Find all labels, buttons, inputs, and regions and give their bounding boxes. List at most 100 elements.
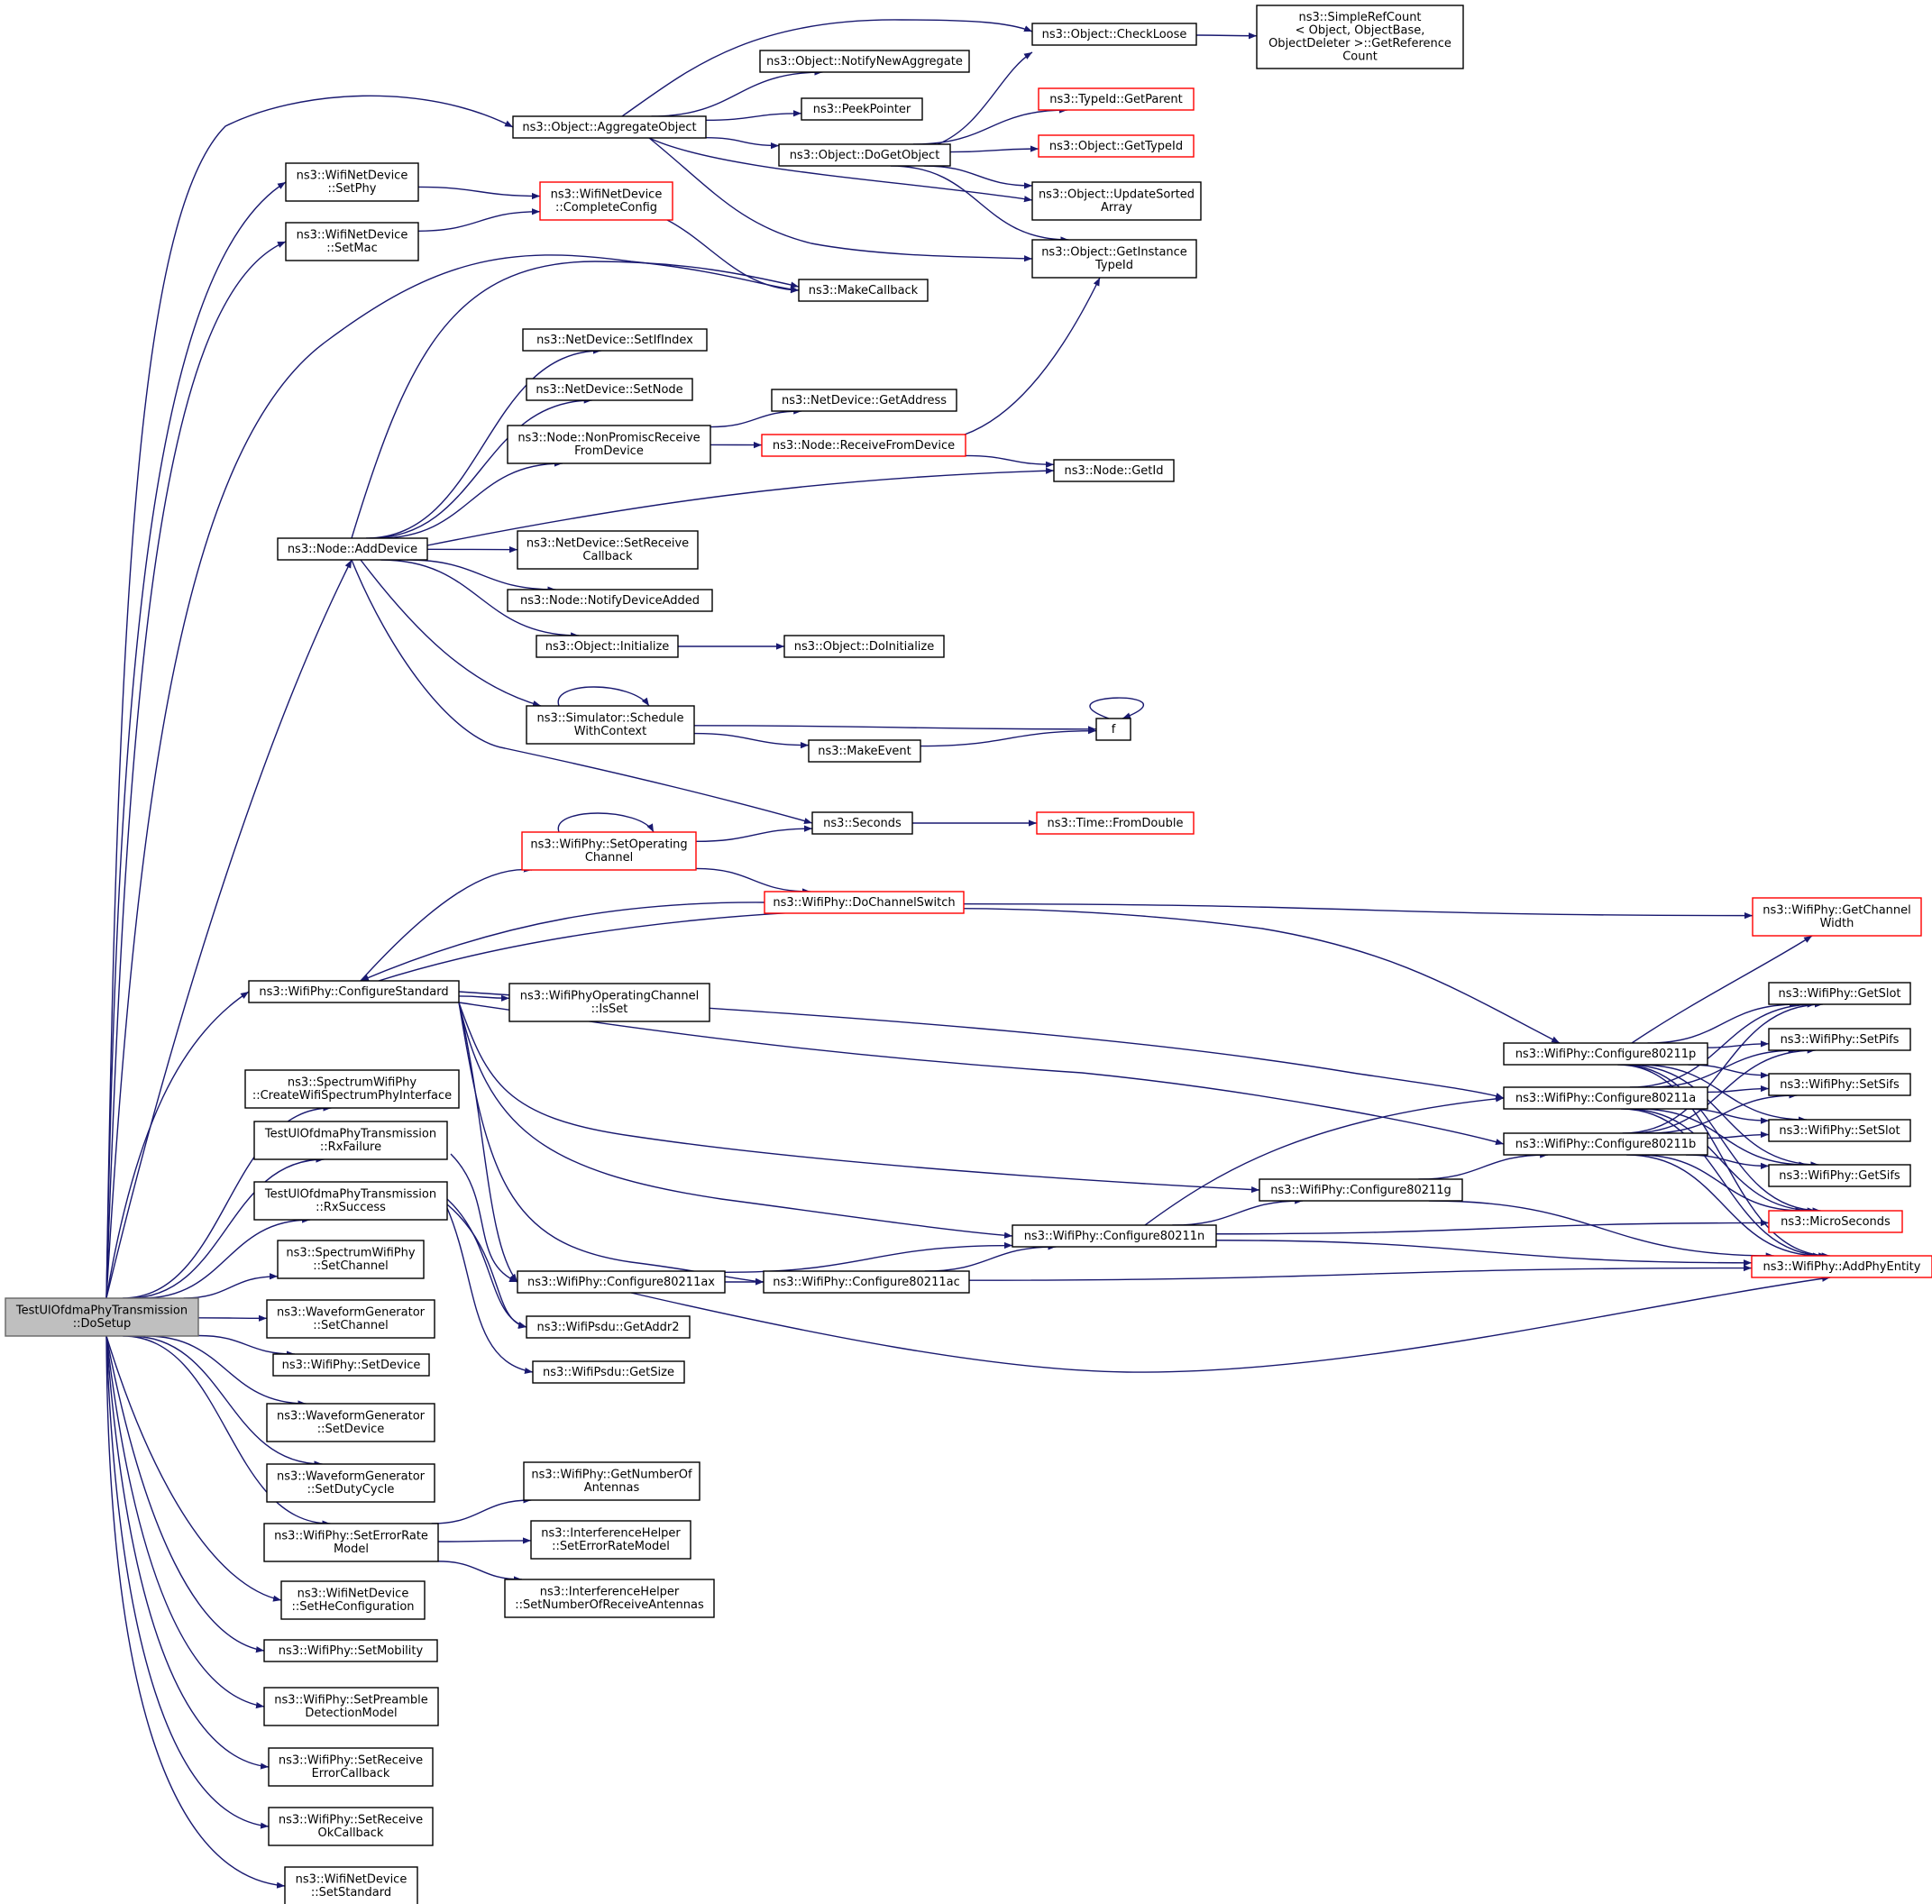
node-box-notifydeviceadded[interactable]: [507, 589, 713, 612]
node-box-getaddress[interactable]: [771, 389, 957, 412]
node-box-c80211p[interactable]: [1503, 1042, 1708, 1066]
node-wndsetstandard[interactable]: ns3::WifiNetDevice::SetStandard: [284, 1866, 418, 1904]
node-getslot[interactable]: ns3::WifiPhy::GetSlot: [1768, 982, 1911, 1005]
node-gettypeid[interactable]: ns3::Object::GetTypeId: [1038, 134, 1195, 158]
node-peekpointer[interactable]: ns3::PeekPointer: [801, 97, 923, 121]
node-box-simplerefcount[interactable]: [1256, 5, 1464, 69]
node-box-getnumberofantennas[interactable]: [523, 1461, 700, 1501]
node-aggregate[interactable]: ns3::Object::AggregateObject: [512, 115, 707, 139]
node-box-setsifs[interactable]: [1768, 1073, 1911, 1096]
node-box-c80211ax[interactable]: [517, 1270, 726, 1294]
node-receivefromdevice[interactable]: ns3::Node::ReceiveFromDevice: [761, 434, 966, 457]
node-box-c80211b[interactable]: [1503, 1132, 1708, 1156]
node-nodegetid[interactable]: ns3::Node::GetId: [1053, 459, 1175, 482]
node-box-setmobility[interactable]: [263, 1639, 438, 1662]
node-ihseterrorratemodel[interactable]: ns3::InterferenceHelper::SetErrorRateMod…: [530, 1520, 691, 1560]
node-box-c80211g[interactable]: [1259, 1178, 1463, 1202]
node-dochannelswitch[interactable]: ns3::WifiPhy::DoChannelSwitch: [764, 891, 965, 914]
node-c80211n[interactable]: ns3::WifiPhy::Configure80211n: [1012, 1224, 1217, 1248]
node-f[interactable]: f: [1095, 718, 1131, 741]
node-box-c80211ac[interactable]: [763, 1270, 970, 1294]
node-wndsetphy[interactable]: ns3::WifiNetDevice::SetPhy: [285, 162, 419, 202]
node-box-timefromdouble[interactable]: [1036, 811, 1195, 835]
node-objinitialize[interactable]: ns3::Object::Initialize: [536, 635, 679, 658]
node-box-seconds[interactable]: [811, 811, 913, 835]
node-wndsetmac[interactable]: ns3::WifiNetDevice::SetMac: [285, 222, 419, 261]
node-box-wgsetchannel[interactable]: [266, 1299, 435, 1339]
node-box-checkloose[interactable]: [1031, 23, 1197, 46]
node-box-completeconfig[interactable]: [539, 181, 673, 221]
node-typeidgetparent[interactable]: ns3::TypeId::GetParent: [1038, 87, 1195, 111]
node-setpifs[interactable]: ns3::WifiPhy::SetPifs: [1768, 1028, 1911, 1051]
node-box-seterrorratemodel[interactable]: [263, 1523, 439, 1562]
node-root[interactable]: TestUlOfdmaPhyTransmission::DoSetup: [5, 1297, 199, 1337]
node-setheconfiguration[interactable]: ns3::WifiNetDevice::SetHeConfiguration: [280, 1580, 426, 1620]
node-box-setreceiveerror[interactable]: [268, 1747, 434, 1787]
node-c80211b[interactable]: ns3::WifiPhy::Configure80211b: [1503, 1132, 1708, 1156]
node-wgsetchannel[interactable]: ns3::WaveformGenerator::SetChannel: [266, 1299, 435, 1339]
node-box-setoperatingchannel[interactable]: [521, 831, 697, 871]
node-box-getinstancetypeid[interactable]: [1031, 239, 1197, 279]
node-getaddress[interactable]: ns3::NetDevice::GetAddress: [771, 389, 957, 412]
node-seconds[interactable]: ns3::Seconds: [811, 811, 913, 835]
node-box-typeidgetparent[interactable]: [1038, 87, 1195, 111]
node-box-setreceiveok[interactable]: [268, 1807, 434, 1846]
node-box-createspectrum[interactable]: [244, 1069, 460, 1109]
node-c80211a[interactable]: ns3::WifiPhy::Configure80211a: [1503, 1086, 1708, 1110]
node-box-setpreamble[interactable]: [263, 1687, 439, 1726]
node-dogetobject[interactable]: ns3::Object::DoGetObject: [778, 143, 951, 167]
node-box-wndsetmac[interactable]: [285, 222, 419, 261]
node-box-makecallback[interactable]: [798, 279, 929, 302]
node-box-notifynewagg[interactable]: [759, 50, 970, 73]
node-box-adddevice[interactable]: [277, 537, 428, 561]
node-rxfailure[interactable]: TestUlOfdmaPhyTransmission::RxFailure: [253, 1121, 448, 1160]
node-box-addphyentity[interactable]: [1751, 1255, 1932, 1278]
node-spsetchannel[interactable]: ns3::SpectrumWifiPhy::SetChannel: [277, 1240, 425, 1279]
node-box-peekpointer[interactable]: [801, 97, 923, 121]
node-box-schedulewithcontext[interactable]: [526, 705, 695, 745]
node-getsifs[interactable]: ns3::WifiPhy::GetSifs: [1768, 1164, 1911, 1187]
node-box-wgsetdutycycle[interactable]: [266, 1463, 435, 1503]
node-box-getsifs[interactable]: [1768, 1164, 1911, 1187]
node-setmobility[interactable]: ns3::WifiPhy::SetMobility: [263, 1639, 438, 1662]
node-box-gettypeid[interactable]: [1038, 134, 1195, 158]
node-notifynewagg[interactable]: ns3::Object::NotifyNewAggregate: [759, 50, 970, 73]
node-completeconfig[interactable]: ns3::WifiNetDevice::CompleteConfig: [539, 181, 673, 221]
node-setifindex[interactable]: ns3::NetDevice::SetIfIndex: [522, 328, 708, 352]
node-box-getchannelwidth[interactable]: [1752, 897, 1922, 937]
node-adddevice[interactable]: ns3::Node::AddDevice: [277, 537, 428, 561]
node-configurestandard[interactable]: ns3::WifiPhy::ConfigureStandard: [248, 980, 460, 1003]
node-c80211p[interactable]: ns3::WifiPhy::Configure80211p: [1503, 1042, 1708, 1066]
node-makecallback[interactable]: ns3::MakeCallback: [798, 279, 929, 302]
node-objdoinitialize[interactable]: ns3::Object::DoInitialize: [783, 635, 945, 658]
node-getsize[interactable]: ns3::WifiPsdu::GetSize: [532, 1360, 685, 1384]
node-notifydeviceadded[interactable]: ns3::Node::NotifyDeviceAdded: [507, 589, 713, 612]
node-box-updatesorted[interactable]: [1031, 181, 1202, 221]
node-box-microseconds[interactable]: [1768, 1210, 1903, 1233]
node-getaddr2[interactable]: ns3::WifiPsdu::GetAddr2: [526, 1315, 691, 1339]
node-createspectrum[interactable]: ns3::SpectrumWifiPhy::CreateWifiSpectrum…: [244, 1069, 460, 1109]
node-setdevice[interactable]: ns3::WifiPhy::SetDevice: [272, 1353, 430, 1377]
node-box-configurestandard[interactable]: [248, 980, 460, 1003]
node-wgsetdutycycle[interactable]: ns3::WaveformGenerator::SetDutyCycle: [266, 1463, 435, 1503]
node-box-getslot[interactable]: [1768, 982, 1911, 1005]
node-addphyentity[interactable]: ns3::WifiPhy::AddPhyEntity: [1751, 1255, 1932, 1278]
node-box-receivefromdevice[interactable]: [761, 434, 966, 457]
node-setslot[interactable]: ns3::WifiPhy::SetSlot: [1768, 1119, 1911, 1142]
node-box-setslot[interactable]: [1768, 1119, 1911, 1142]
node-box-dogetobject[interactable]: [778, 143, 951, 167]
node-setsifs[interactable]: ns3::WifiPhy::SetSifs: [1768, 1073, 1911, 1096]
node-c80211g[interactable]: ns3::WifiPhy::Configure80211g: [1259, 1178, 1463, 1202]
node-checkloose[interactable]: ns3::Object::CheckLoose: [1031, 23, 1197, 46]
node-opchannelisset[interactable]: ns3::WifiPhyOperatingChannel::IsSet: [508, 983, 710, 1022]
node-box-nodegetid[interactable]: [1053, 459, 1175, 482]
node-seterrorratemodel[interactable]: ns3::WifiPhy::SetErrorRateModel: [263, 1523, 439, 1562]
